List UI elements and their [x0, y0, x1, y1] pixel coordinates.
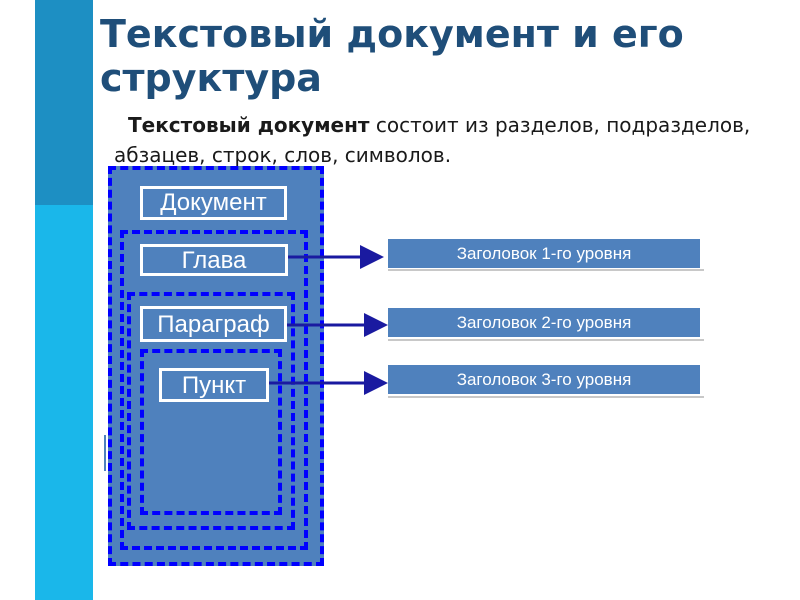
intro-text: Текстовый документ состоит из разделов, …: [114, 110, 754, 170]
slide-title: Текстовый документ и его структура: [100, 12, 684, 100]
intro-bold: Текстовый документ: [128, 113, 370, 137]
heading-level2-box: Заголовок 2-го уровня: [388, 308, 700, 337]
item-node: Пункт: [159, 368, 269, 402]
intro-rest: состоит из разделов, подразделов, абзаце…: [114, 113, 751, 167]
heading-level3-box: Заголовок 3-го уровня: [388, 365, 700, 394]
heading-level2-underline: [388, 339, 704, 341]
document-node: Документ: [140, 186, 287, 220]
heading-level1-underline: [388, 269, 704, 271]
accent-bar-top: [35, 0, 93, 205]
paragraph-node: Параграф: [140, 306, 287, 342]
decorative-tick: [104, 435, 106, 471]
heading-level1-box: Заголовок 1-го уровня: [388, 239, 700, 268]
accent-bar-bottom: [35, 205, 93, 600]
chapter-node: Глава: [140, 244, 288, 276]
heading-level3-underline: [388, 396, 704, 398]
